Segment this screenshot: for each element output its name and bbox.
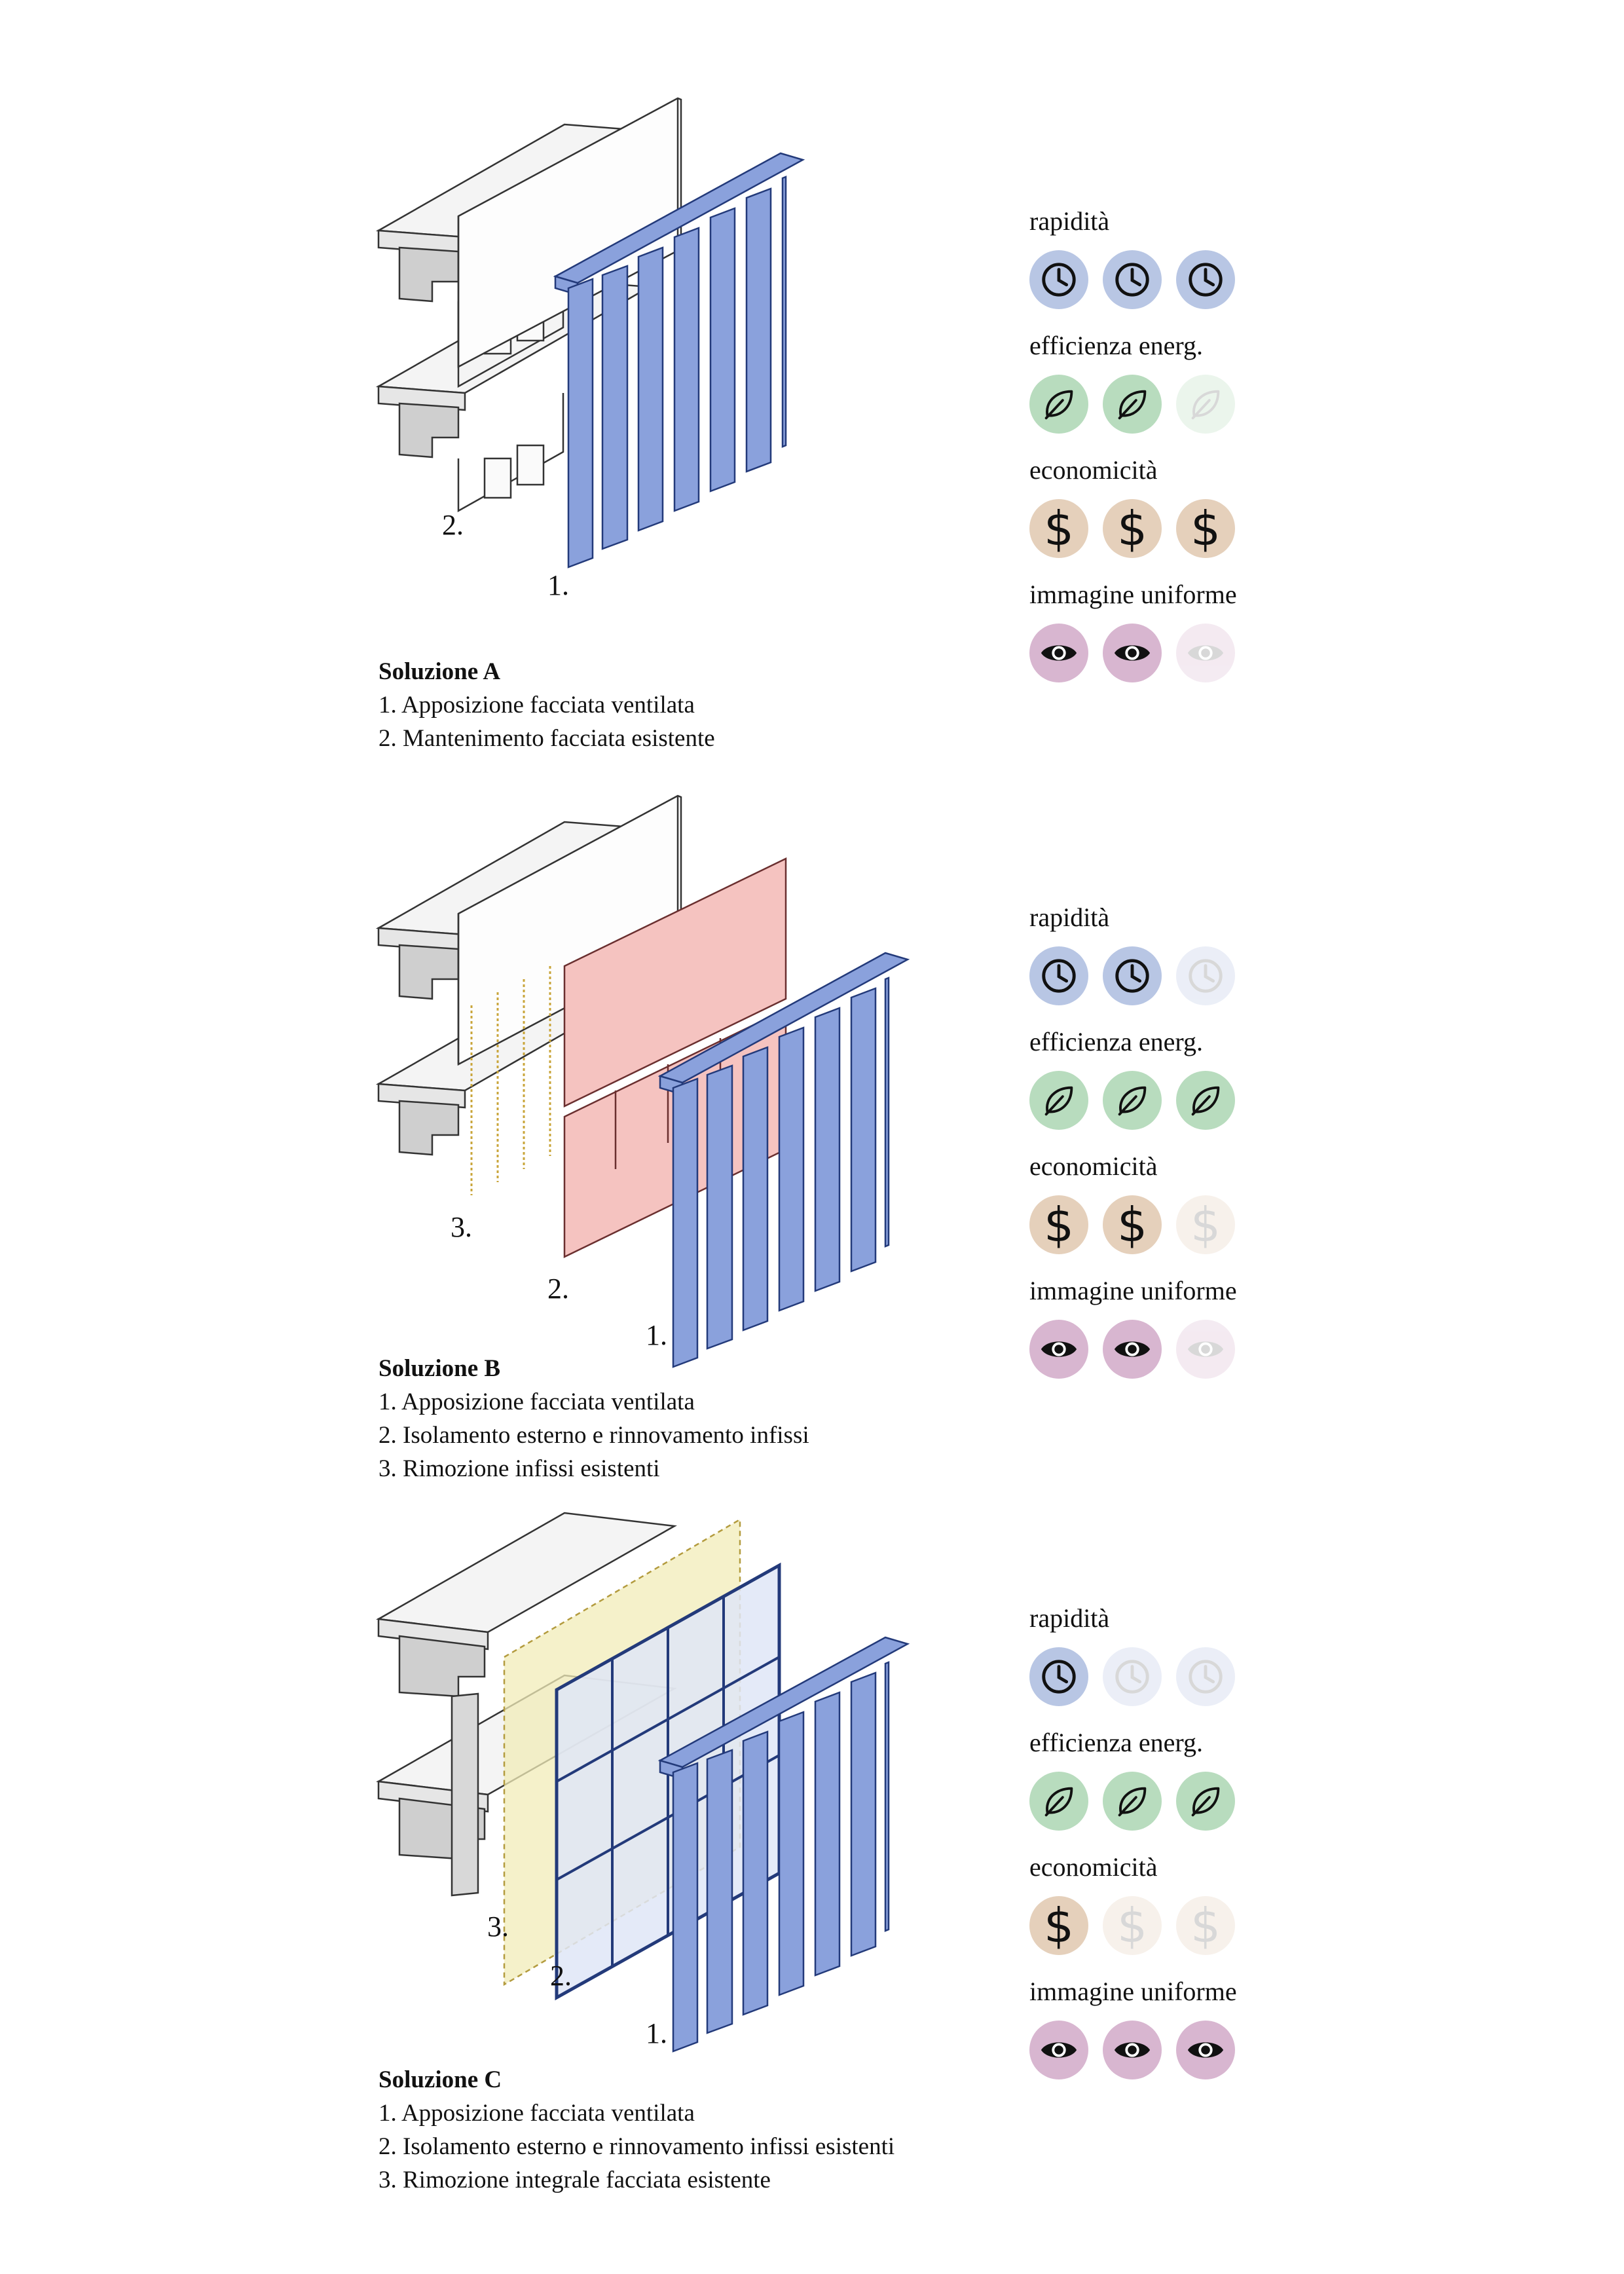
criterion-label-efficienza: efficienza energ. xyxy=(1029,1027,1204,1056)
criterion-label-rapidita: rapidità xyxy=(1029,206,1110,236)
clock-icon xyxy=(1103,1647,1162,1706)
ventilated-facade xyxy=(553,152,805,568)
dollar-icon: $ xyxy=(1103,499,1162,558)
callout-1: 1. xyxy=(646,1319,667,1351)
clock-icon xyxy=(1103,250,1162,309)
criterion-label-rapidita: rapidità xyxy=(1029,903,1110,932)
solution-title: Soluzione B xyxy=(378,1355,501,1382)
callout-2: 2. xyxy=(550,1960,572,1992)
rating-row-immagine xyxy=(1029,624,1291,682)
criterion-label-efficienza: efficienza energ. xyxy=(1029,1728,1204,1757)
axonometric-diagram-c xyxy=(376,1512,910,2053)
solution-item: 1. Apposizione facciata ventilata xyxy=(378,1389,695,1415)
rating-row-immagine xyxy=(1029,1320,1291,1379)
dollar-icon: $ xyxy=(1176,1195,1235,1254)
eye-icon xyxy=(1103,2021,1162,2079)
dollar-icon: $ xyxy=(1029,499,1088,558)
eye-icon xyxy=(1029,624,1088,682)
rating-row-efficienza xyxy=(1029,1772,1291,1831)
existing-building xyxy=(375,97,682,513)
eye-icon xyxy=(1176,624,1235,682)
solution-item: 3. Rimozione integrale facciata esistent… xyxy=(378,2167,771,2193)
solution-caption: Soluzione A 1. Apposizione facciata vent… xyxy=(378,655,715,755)
leaf-icon xyxy=(1103,1071,1162,1130)
eye-icon xyxy=(1103,624,1162,682)
dollar-icon: $ xyxy=(1176,1896,1235,1955)
rating-row-rapidita xyxy=(1029,1647,1291,1706)
solution-item: 2. Mantenimento facciata esistente xyxy=(378,725,715,752)
rating-row-immagine xyxy=(1029,2021,1291,2079)
solution-caption: Soluzione C 1. Apposizione facciata vent… xyxy=(378,2063,895,2197)
clock-icon xyxy=(1176,946,1235,1005)
eye-icon xyxy=(1103,1320,1162,1379)
solution-caption: Soluzione B 1. Apposizione facciata vent… xyxy=(378,1352,809,1485)
rating-row-efficienza xyxy=(1029,1071,1291,1130)
eye-icon xyxy=(1029,2021,1088,2079)
rating-row-rapidita xyxy=(1029,250,1291,309)
clock-icon xyxy=(1103,946,1162,1005)
criterion-label-economicita: economicità xyxy=(1029,1151,1158,1181)
leaf-icon xyxy=(1029,375,1088,434)
clock-icon xyxy=(1176,250,1235,309)
solution-item: 2. Isolamento esterno e rinnovamento inf… xyxy=(378,1422,809,1449)
callout-2: 2. xyxy=(442,509,464,541)
dollar-icon: $ xyxy=(1103,1896,1162,1955)
leaf-icon xyxy=(1103,1772,1162,1831)
leaf-icon xyxy=(1176,1772,1235,1831)
solution-title: Soluzione C xyxy=(378,2066,502,2093)
criterion-label-efficienza: efficienza energ. xyxy=(1029,331,1204,360)
solution-item: 1. Apposizione facciata ventilata xyxy=(378,692,695,718)
dollar-icon: $ xyxy=(1103,1195,1162,1254)
eye-icon xyxy=(1029,1320,1088,1379)
leaf-icon xyxy=(1103,375,1162,434)
solution-item: 3. Rimozione infissi esistenti xyxy=(378,1455,660,1482)
criterion-label-economicita: economicità xyxy=(1029,1852,1158,1882)
ventilated-facade xyxy=(657,952,910,1368)
leaf-icon xyxy=(1029,1071,1088,1130)
axonometric-diagram-b xyxy=(375,794,910,1368)
solution-title: Soluzione A xyxy=(378,658,501,685)
ventilated-facade xyxy=(657,1636,910,2053)
eye-icon xyxy=(1176,1320,1235,1379)
leaf-icon xyxy=(1029,1772,1088,1831)
rating-row-economicita: $$$ xyxy=(1029,1896,1291,1955)
criterion-label-economicita: economicità xyxy=(1029,455,1158,485)
rating-row-efficienza xyxy=(1029,375,1291,434)
criterion-label-immagine: immagine uniforme xyxy=(1029,1977,1237,2006)
dollar-icon: $ xyxy=(1029,1896,1088,1955)
clock-icon xyxy=(1176,1647,1235,1706)
callout-3: 3. xyxy=(451,1211,472,1243)
leaf-icon xyxy=(1176,1071,1235,1130)
rating-row-rapidita xyxy=(1029,946,1291,1005)
criterion-label-immagine: immagine uniforme xyxy=(1029,1276,1237,1305)
callout-2: 2. xyxy=(547,1273,569,1305)
dollar-icon: $ xyxy=(1029,1195,1088,1254)
clock-icon xyxy=(1029,1647,1088,1706)
rating-row-economicita: $$$ xyxy=(1029,499,1291,558)
callout-1: 1. xyxy=(646,2017,667,2049)
clock-icon xyxy=(1029,250,1088,309)
solution-item: 2. Isolamento esterno e rinnovamento inf… xyxy=(378,2133,895,2160)
rating-row-economicita: $$$ xyxy=(1029,1195,1291,1254)
axonometric-diagram-a xyxy=(375,97,805,568)
solution-item: 1. Apposizione facciata ventilata xyxy=(378,2100,695,2127)
leaf-icon xyxy=(1176,375,1235,434)
dollar-icon: $ xyxy=(1176,499,1235,558)
criterion-label-immagine: immagine uniforme xyxy=(1029,580,1237,609)
callout-3: 3. xyxy=(487,1911,509,1943)
eye-icon xyxy=(1176,2021,1235,2079)
callout-1: 1. xyxy=(547,569,569,601)
criterion-label-rapidita: rapidità xyxy=(1029,1603,1110,1633)
clock-icon xyxy=(1029,946,1088,1005)
